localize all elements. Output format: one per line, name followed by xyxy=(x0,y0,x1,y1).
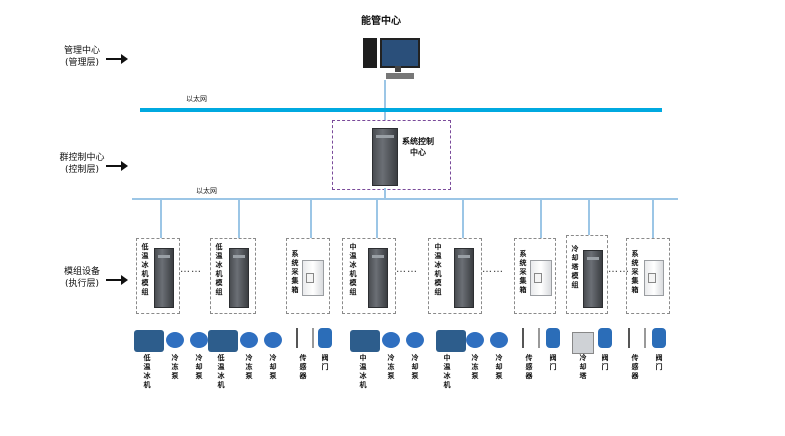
module-box xyxy=(626,238,670,314)
controller-down-line xyxy=(384,188,386,198)
module-label: 系统采集箱 xyxy=(291,250,299,294)
module-box xyxy=(210,238,256,314)
chiller-icon xyxy=(436,330,466,352)
cabinet-icon xyxy=(583,250,603,308)
system-controller-label: 系统控制 中心 xyxy=(402,137,434,157)
equipment-label: 阀门 xyxy=(321,354,329,371)
equipment-label: 冷冻泵 xyxy=(171,354,179,380)
execution-layer-label: 模组设备 (执行层) xyxy=(63,267,100,289)
module-label: 冷却塔模组 xyxy=(571,245,579,289)
module-box xyxy=(136,238,180,314)
management-arrow-icon xyxy=(106,54,128,64)
computer-link-line xyxy=(384,80,386,110)
sensor-icon xyxy=(522,328,540,348)
ellipsis: …… xyxy=(180,264,202,275)
module-label: 低温冰机模组 xyxy=(141,243,149,296)
equipment-label: 阀门 xyxy=(601,354,609,371)
collector-box-icon xyxy=(530,260,552,296)
pump-icon xyxy=(490,332,508,348)
ellipsis: …… xyxy=(482,264,504,275)
sensor-icon xyxy=(628,328,646,348)
collector-box-icon xyxy=(302,260,324,296)
module-label: 中温冰机模组 xyxy=(434,243,442,296)
drop-line xyxy=(160,199,162,238)
middle-ethernet-label: 以太网 xyxy=(196,187,217,195)
equipment-label: 低温冰机 xyxy=(143,354,151,389)
module-label: 系统采集箱 xyxy=(519,250,527,294)
ellipsis: …… xyxy=(608,264,630,275)
ellipsis: …… xyxy=(396,264,418,275)
chiller-icon xyxy=(208,330,238,352)
execution-arrow-icon xyxy=(106,275,128,285)
system-controller-box xyxy=(332,120,451,190)
controller-link-line xyxy=(384,112,386,120)
drop-line xyxy=(376,199,378,238)
equipment-label: 冷冻泵 xyxy=(471,354,479,380)
pump-icon xyxy=(166,332,184,348)
management-layer-label: 管理中心 (管理层) xyxy=(63,46,100,68)
sensor-icon xyxy=(296,328,314,348)
module-box xyxy=(566,235,608,314)
drop-line xyxy=(588,199,590,235)
collector-box-icon xyxy=(644,260,664,296)
equipment-label: 中温冰机 xyxy=(359,354,367,389)
equipment-label: 冷冻泵 xyxy=(245,354,253,380)
module-box xyxy=(286,238,330,314)
module-label: 系统采集箱 xyxy=(631,250,639,294)
equipment-label: 传感器 xyxy=(299,354,307,380)
top-ethernet-label: 以太网 xyxy=(186,95,207,103)
chiller-icon xyxy=(134,330,164,352)
equipment-label: 冷却泵 xyxy=(195,354,203,380)
cabinet-icon xyxy=(368,248,388,308)
equipment-label: 冷冻泵 xyxy=(387,354,395,380)
pump-icon xyxy=(240,332,258,348)
middle-ethernet-line xyxy=(132,198,678,200)
chiller-icon xyxy=(350,330,380,352)
pump-icon xyxy=(382,332,400,348)
equipment-label: 低温冰机 xyxy=(217,354,225,389)
equipment-label: 传感器 xyxy=(525,354,533,380)
module-label: 中温冰机模组 xyxy=(349,243,357,296)
valve-icon xyxy=(318,328,332,348)
equipment-label: 冷却泵 xyxy=(269,354,277,380)
controller-cabinet-icon xyxy=(372,128,398,186)
valve-icon xyxy=(652,328,666,348)
top-ethernet-line xyxy=(140,108,662,112)
module-box xyxy=(514,238,556,314)
cooling-tower-icon xyxy=(572,332,594,354)
cabinet-icon xyxy=(229,248,249,308)
equipment-label: 冷却泵 xyxy=(495,354,503,380)
cabinet-icon xyxy=(154,248,174,308)
module-label: 低温冰机模组 xyxy=(215,243,223,296)
equipment-label: 冷却泵 xyxy=(411,354,419,380)
drop-line xyxy=(462,199,464,238)
energy-center-title: 能管中心 xyxy=(361,16,401,27)
valve-icon xyxy=(546,328,560,348)
module-box xyxy=(342,238,396,314)
pump-icon xyxy=(406,332,424,348)
equipment-label: 中温冰机 xyxy=(443,354,451,389)
drop-line xyxy=(310,199,312,238)
valve-icon xyxy=(598,328,612,348)
pump-icon xyxy=(466,332,484,348)
control-arrow-icon xyxy=(106,161,128,171)
drop-line xyxy=(238,199,240,238)
cabinet-icon xyxy=(454,248,474,308)
equipment-label: 阀门 xyxy=(549,354,557,371)
module-box xyxy=(428,238,482,314)
equipment-label: 冷却塔 xyxy=(579,354,587,380)
drop-line xyxy=(652,199,654,238)
pump-icon xyxy=(190,332,208,348)
equipment-label: 传感器 xyxy=(631,354,639,380)
equipment-label: 阀门 xyxy=(655,354,663,371)
control-layer-label: 群控制中心 (控制层) xyxy=(59,153,105,175)
drop-line xyxy=(540,199,542,238)
pump-icon xyxy=(264,332,282,348)
